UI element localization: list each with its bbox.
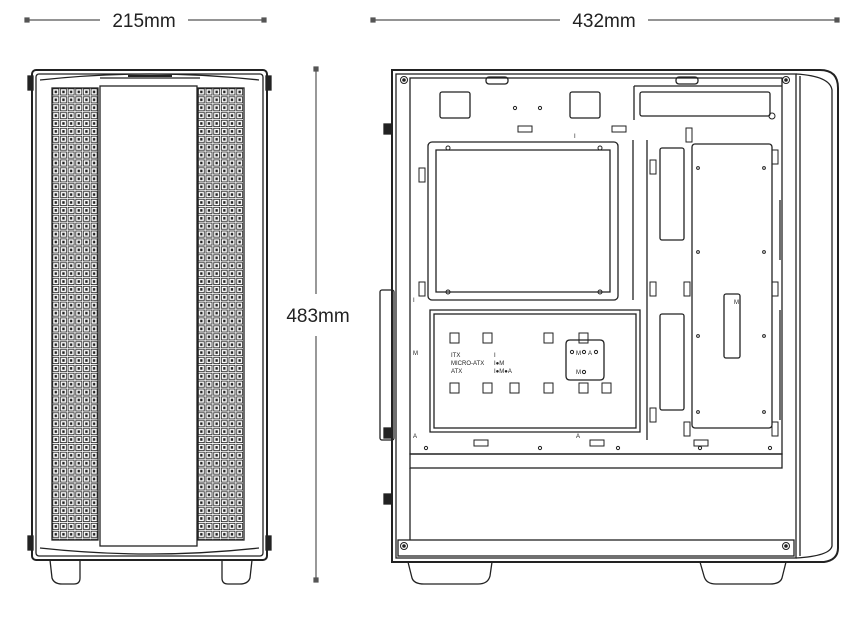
standoff-letters: M A M M [576,300,739,376]
cpu-letter-a: A [588,351,592,357]
standoff-label-ima: I●M●A [494,369,512,375]
board-size-labels: ITX MICRO-ATX ATX I I●M I●M●A [451,353,512,375]
height-label: 483mm [286,306,349,327]
marker-letters: I M I A A [413,134,580,440]
board-label-atx: ATX [451,369,462,375]
depth-label: 432mm [572,11,635,32]
cpu-letter-m: M [576,351,581,357]
width-dimension [24,17,267,23]
marker-left-i: I [413,298,415,304]
height-dimension [313,66,319,583]
board-label-micro-atx: MICRO-ATX [451,361,484,367]
standoff-label-i: I [494,353,496,359]
standoff-label-im: I●M [494,361,504,367]
bay-letter-m: M [734,300,739,306]
marker-top-i: I [574,134,576,140]
marker-left-a: A [413,434,417,440]
front-view [27,69,272,585]
board-label-itx: ITX [451,353,460,359]
side-view [379,69,839,585]
width-label: 215mm [112,11,175,32]
depth-dimension [370,17,840,23]
cpu-letter-m2: M [576,370,581,376]
marker-bottom-a: A [576,434,580,440]
marker-left-m: M [413,351,418,357]
